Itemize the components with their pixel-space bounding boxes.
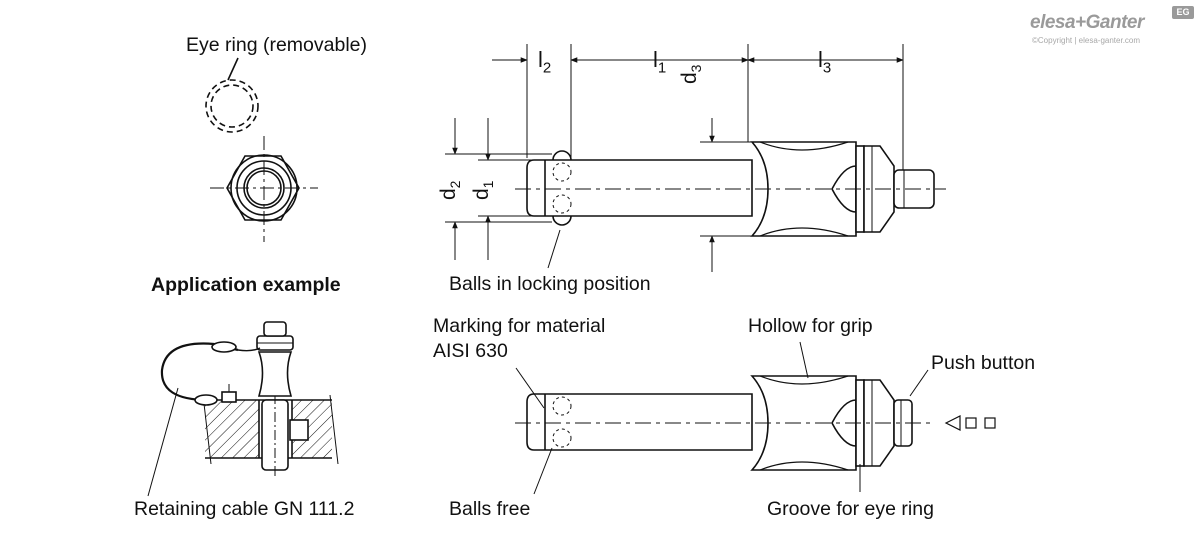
- dim-d3: d3: [678, 64, 705, 84]
- push-button-label: Push button: [931, 352, 1036, 374]
- eye-ring-dashed: [205, 79, 259, 133]
- elesa-ganter-logo: elesa+Ganter EG ©Copyright | elesa-gante…: [1030, 6, 1198, 46]
- marking-label-line1: Marking for material: [433, 315, 606, 337]
- marking-label-line2: AISI 630: [433, 340, 508, 362]
- side-view-free: [515, 341, 996, 495]
- dim-l3: l3: [818, 47, 832, 77]
- balls-locking-label: Balls in locking position: [449, 273, 651, 295]
- dim-l1: l1: [653, 47, 667, 77]
- dim-l2: l2: [538, 47, 552, 77]
- hex-outline: [226, 155, 300, 221]
- retaining-cable-label: Retaining cable GN 111.2: [134, 498, 355, 520]
- groove-eye-ring-label: Groove for eye ring: [767, 498, 934, 520]
- dim-d2: d2: [437, 180, 464, 200]
- application-example-heading: Application example: [151, 274, 341, 296]
- hollow-grip-label: Hollow for grip: [748, 315, 873, 337]
- side-view-dimensioned: [445, 44, 946, 272]
- logo-wordmark: elesa+Ganter: [1030, 12, 1144, 33]
- logo-copyright: ©Copyright | elesa-ganter.com: [1032, 36, 1141, 45]
- balls-free-label: Balls free: [449, 498, 531, 520]
- dim-d1: d1: [470, 180, 497, 200]
- eye-ring-leader: [227, 57, 239, 81]
- logo-badge: EG: [1172, 6, 1194, 19]
- application-example: [147, 321, 339, 497]
- eye-ring-label: Eye ring (removable): [186, 34, 367, 56]
- end-view: [205, 57, 318, 242]
